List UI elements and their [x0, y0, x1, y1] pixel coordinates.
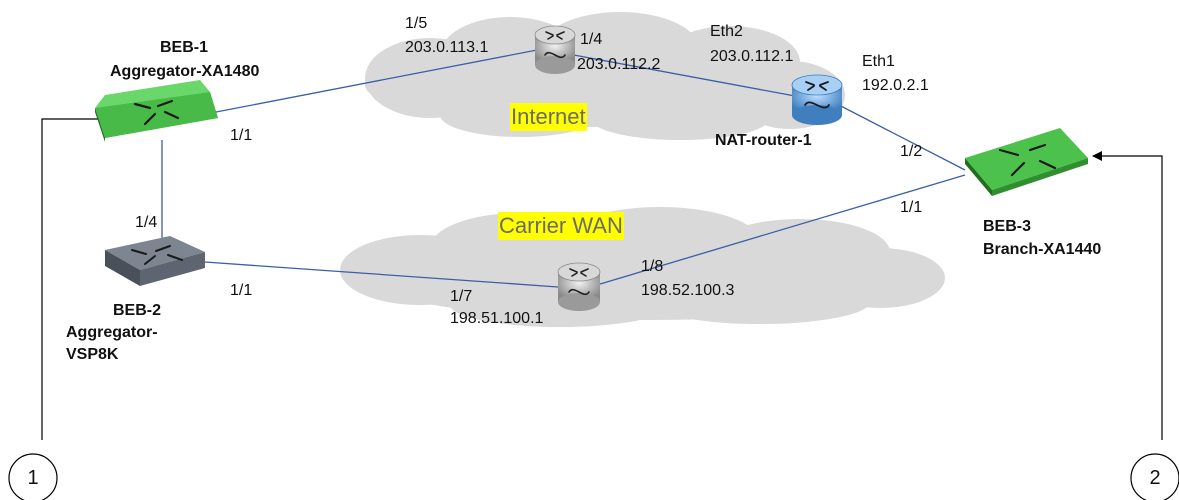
gray-router-icon	[534, 25, 576, 74]
marker-left-number: 1	[27, 467, 39, 489]
beb2-port: 1/1	[230, 282, 253, 299]
marker-left-circle	[8, 453, 58, 500]
nat-eth2-ip: 203.0.112.1	[710, 48, 794, 65]
wan-in-ip: 198.51.100.1	[450, 310, 544, 327]
link-wan-beb3	[589, 174, 966, 288]
beb2-name: BEB-2	[113, 302, 162, 319]
nat-eth1: Eth1	[862, 53, 895, 70]
marker-right-number: 2	[1149, 467, 1161, 489]
link-internet-nat	[562, 52, 796, 97]
links	[161, 49, 966, 288]
green-switch-icon	[95, 80, 218, 142]
beb1-port-uplink: 1/1	[230, 127, 253, 144]
wan-out-ip: 198.52.100.3	[641, 282, 735, 299]
beb3-port-b: 1/1	[900, 199, 923, 216]
connector-left	[41, 114, 109, 440]
gray-router-icon	[557, 262, 601, 311]
internet-label: Internet	[510, 103, 587, 131]
wan-in-port: 1/7	[450, 288, 473, 305]
beb2-model-line2: VSP8K	[66, 346, 119, 363]
inet-out-ip: 203.0.112.2	[577, 56, 661, 73]
link-beb2-wan	[204, 261, 559, 288]
beb3-model: Branch-XA1440	[983, 241, 1102, 258]
beb3-name: BEB-3	[983, 218, 1032, 235]
inet-in-port: 1/5	[405, 15, 428, 32]
beb3-port-a: 1/2	[900, 143, 923, 160]
green-switch-icon	[965, 128, 1088, 196]
beb2-model-line1: Aggregator-	[66, 324, 158, 341]
nat-eth2: Eth2	[710, 23, 743, 40]
link-beb1-internet	[184, 49, 538, 119]
beb1-name: BEB-1	[160, 39, 209, 56]
internet-cloud	[365, 12, 845, 140]
marker-right-circle	[1130, 453, 1179, 500]
nat-eth1-ip: 192.0.2.1	[862, 77, 929, 94]
nat-router-name: NAT-router-1	[715, 132, 812, 149]
blue-router-icon	[791, 74, 843, 125]
beb1-model: Aggregator-XA1480	[110, 63, 260, 80]
connector-right	[1092, 151, 1163, 440]
inet-out-port: 1/4	[580, 31, 603, 48]
gray-switch-icon	[105, 236, 205, 286]
inet-in-ip: 203.0.113.1	[405, 39, 489, 56]
carrier-wan-label: Carrier WAN	[498, 212, 624, 240]
link-nat-beb3	[834, 102, 966, 171]
beb1-port-to-beb2: 1/4	[135, 214, 158, 231]
wan-out-port: 1/8	[641, 258, 664, 275]
